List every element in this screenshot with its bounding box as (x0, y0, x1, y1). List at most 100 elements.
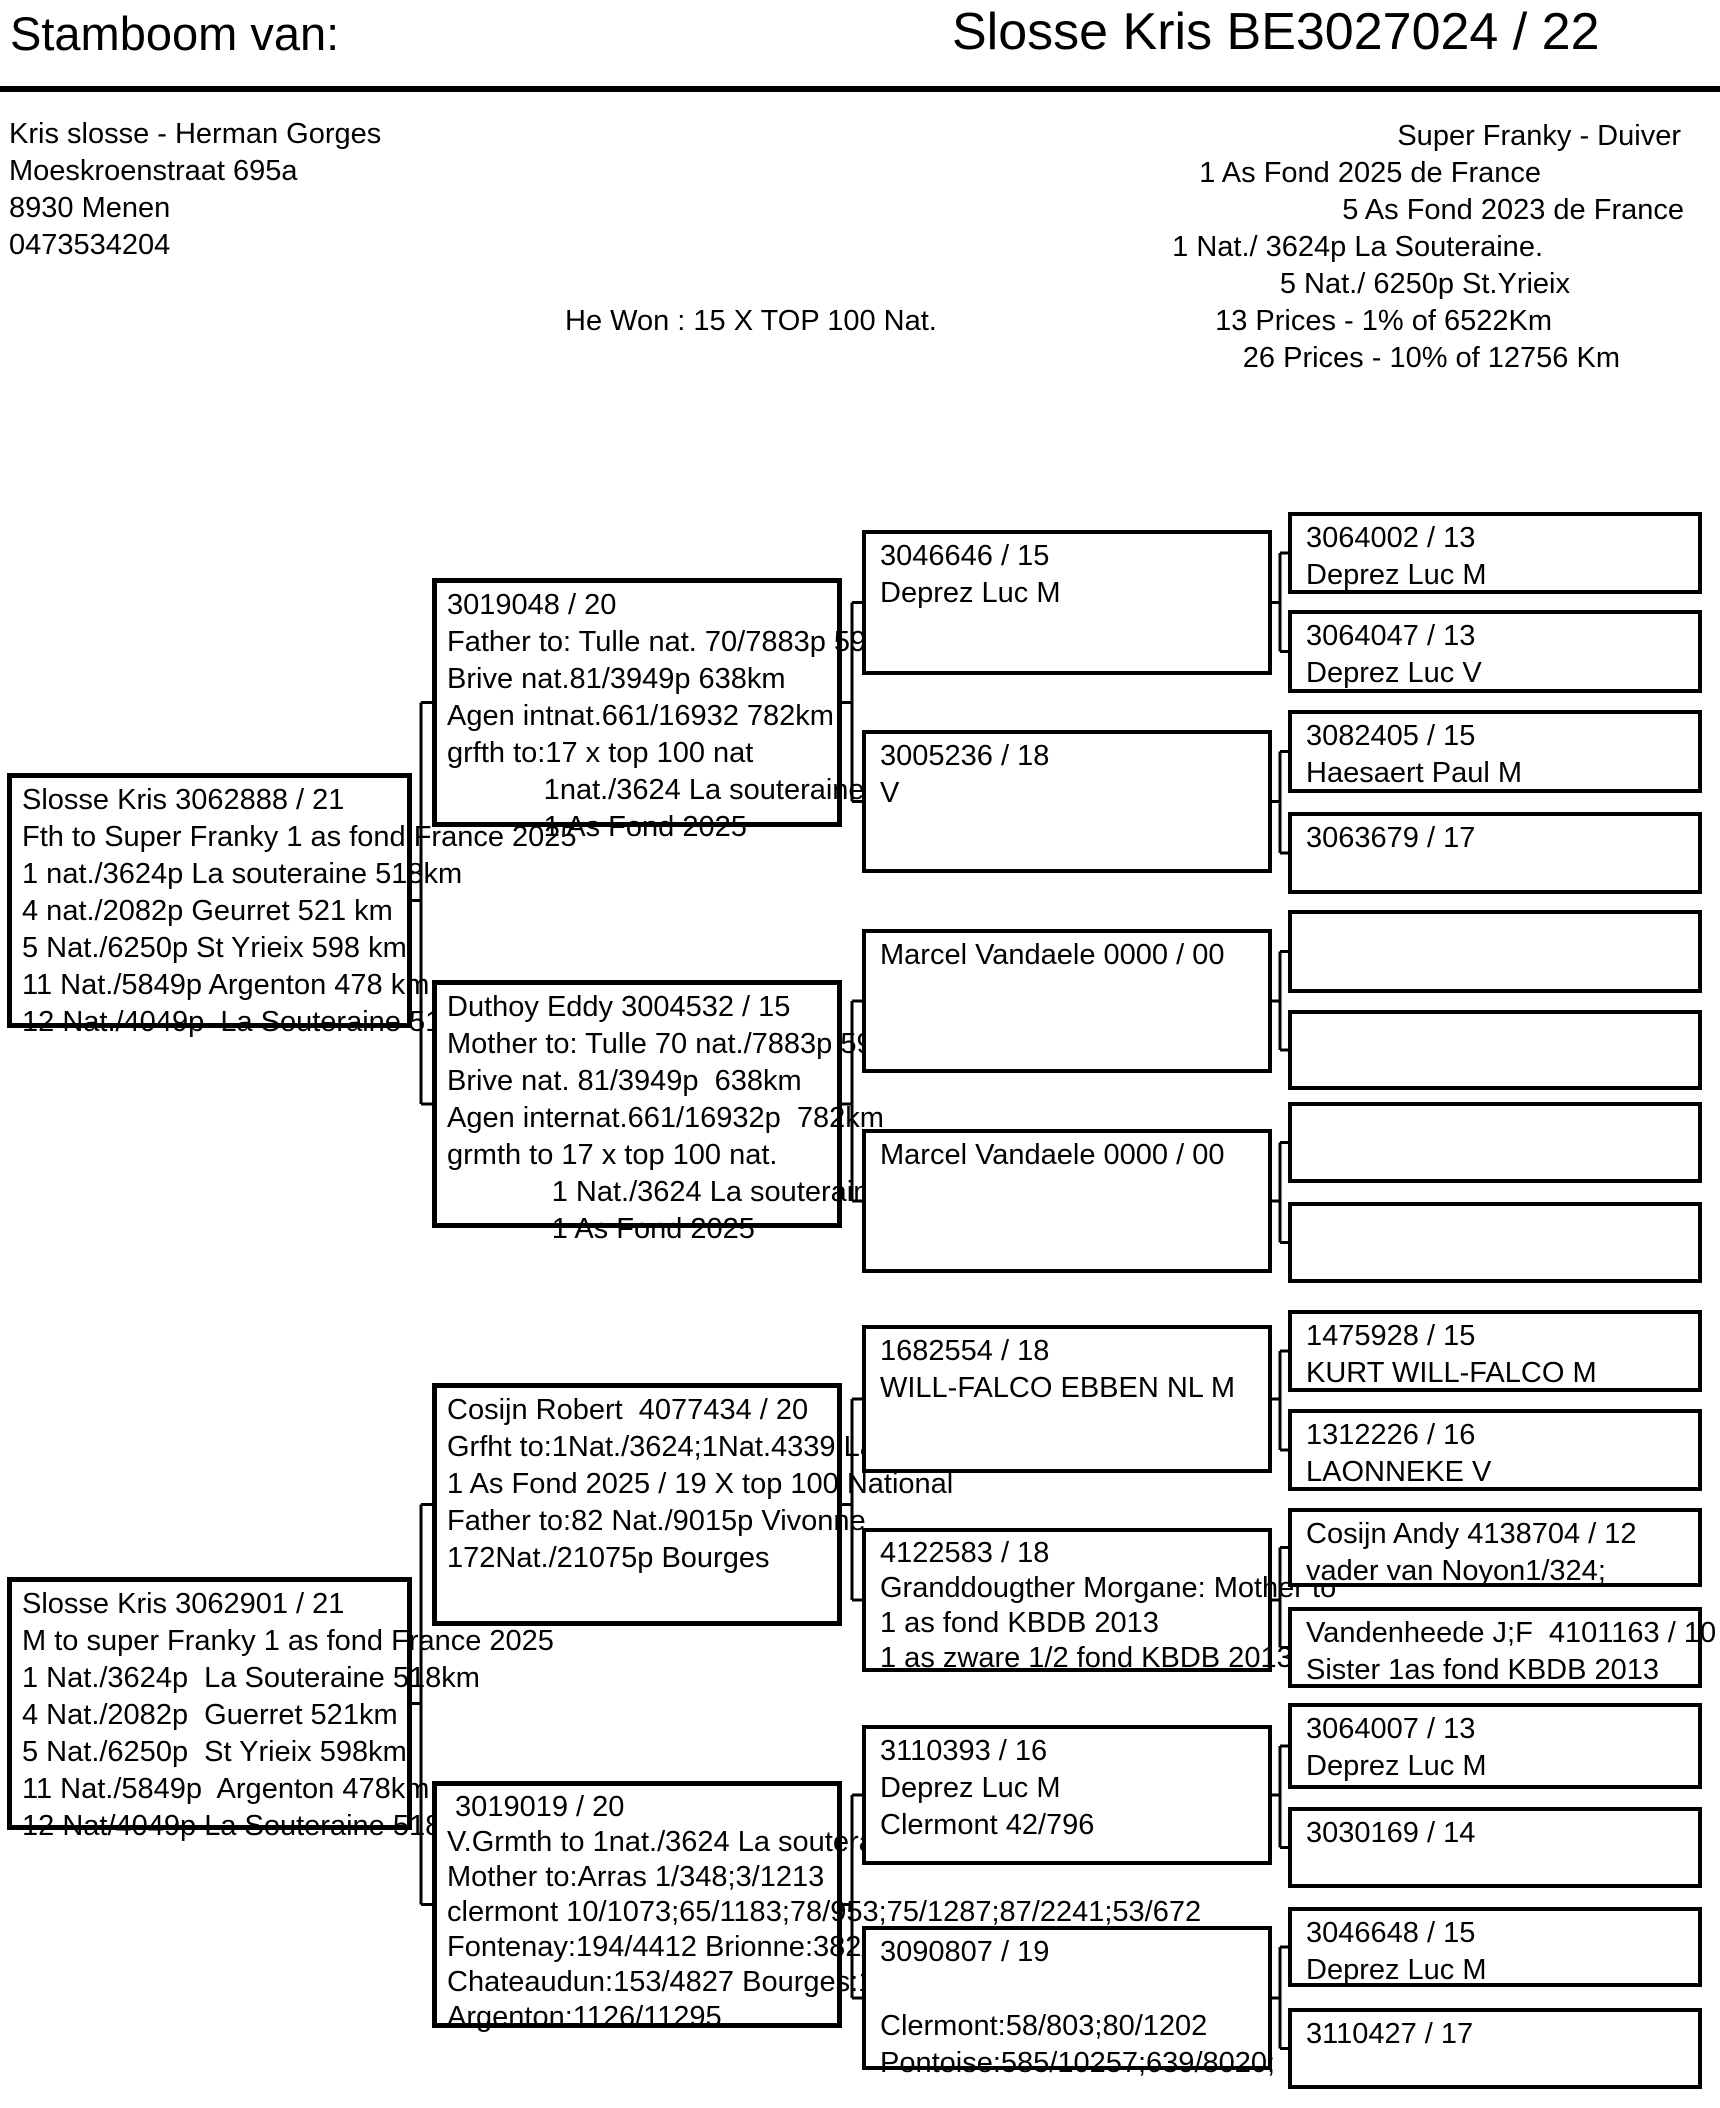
pedigree-line: 11 Nat./5849p Argenton 478 km (22, 969, 430, 1001)
pedigree-line: Fth to Super Franky 1 as fond France 202… (22, 821, 577, 853)
pedigree-line: M to super Franky 1 as fond France 2025 (22, 1625, 554, 1657)
pedigree-box-A2: Slosse Kris 3062901 / 21 M to super Frank… (7, 1577, 554, 1842)
pedigree-line: 1 as zware 1/2 fond KBDB 2013 (880, 1642, 1293, 1674)
pedigree-line: Argenton:1126/11295 (447, 2001, 722, 2033)
pedigree-line: 3064002 / 13 (1306, 522, 1476, 554)
pedigree-box-D15: 3046648 / 15 Deprez Luc M (1288, 1907, 1702, 1987)
pedigree-line: 3046646 / 15 (880, 540, 1050, 572)
pedigree-line: Mother to:Arras 1/348;3/1213 (447, 1861, 825, 1893)
he-won-text: He Won : 15 X TOP 100 Nat. (565, 305, 937, 337)
pedigree-line: Deprez Luc M (1306, 1750, 1487, 1782)
pedigree-line: LAONNEKE V (1306, 1456, 1492, 1488)
pedigree-box-D4: 3063679 / 17 (1288, 812, 1702, 894)
pedigree-box-D8 (1288, 1202, 1702, 1283)
pedigree-line: 12 Nat./4049p La Souteraine 518km (22, 1006, 496, 1038)
owner-line: Moeskroenstraat 695a (9, 155, 298, 187)
page-title: Stamboom van: (10, 7, 340, 60)
pedigree-line: Marcel Vandaele 0000 / 00 (880, 1139, 1225, 1171)
pedigree-line: V (880, 777, 900, 809)
pedigree-line: 3064007 / 13 (1306, 1713, 1476, 1745)
pedigree-line: Grfht to:1Nat./3624;1Nat.4339 La soutera… (447, 1431, 1020, 1463)
pedigree-line: 3005236 / 18 (880, 740, 1050, 772)
pedigree-line: 1 As Fond 2025 / 19 X top 100 National (447, 1468, 954, 1500)
pedigree-line: 172Nat./21075p Bourges (447, 1542, 770, 1574)
pedigree-line: 3030169 / 14 (1306, 1817, 1476, 1849)
achievement-line: 26 Prices - 10% of 12756 Km (1242, 342, 1620, 374)
pedigree-line: Slosse Kris 3062901 / 21 (22, 1588, 345, 1620)
subject-title: Slosse Kris BE3027024 / 22 (952, 3, 1600, 61)
pedigree-line: 3019019 / 20 (447, 1791, 625, 1823)
pedigree-line: KURT WILL-FALCO M (1306, 1357, 1597, 1389)
pedigree-line: grfth to:17 x top 100 nat (447, 737, 754, 769)
pedigree-line: 1 Nat./3624 La souteraine (447, 1176, 886, 1208)
pedigree-line: Pontoise:585/10257;639/8020; (880, 2047, 1276, 2079)
pedigree-box-C3: Marcel Vandaele 0000 / 00 (862, 929, 1272, 1073)
pedigree-line: Chateaudun:153/4827 Bourges:172/ (447, 1966, 915, 1998)
pedigree-line: Mother to: Tulle 70 nat./7883p 590km (447, 1028, 928, 1060)
pedigree-line: Sister 1as fond KBDB 2013 (1306, 1654, 1660, 1686)
pedigree-box-C4: Marcel Vandaele 0000 / 00 (862, 1129, 1272, 1273)
pedigree-box-C5: 1682554 / 18 WILL-FALCO EBBEN NL M (862, 1325, 1272, 1473)
pedigree-line: 4 Nat./2082p Guerret 521km (22, 1699, 398, 1731)
owner-line: 8930 Menen (9, 192, 171, 224)
achievement-line: 1 Nat./ 3624p La Souteraine. (1172, 231, 1543, 263)
pedigree-line: Marcel Vandaele 0000 / 00 (880, 939, 1225, 971)
achievement-line: 5 As Fond 2023 de France (1342, 194, 1684, 226)
pedigree-line: Slosse Kris 3062888 / 21 (22, 784, 345, 816)
pedigree-line: 1 as fond KBDB 2013 (880, 1607, 1159, 1639)
achievement-line: Super Franky - Duiver (1397, 120, 1681, 152)
pedigree-line: Deprez Luc M (880, 577, 1061, 609)
pedigree-line: Duthoy Eddy 3004532 / 15 (447, 991, 791, 1023)
pedigree-line: clermont 10/1073;65/1183;78/953;75/1287;… (447, 1896, 1202, 1928)
pedigree-line: 5 Nat./6250p St Yrieix 598 km (22, 932, 407, 964)
pedigree-line: 12 Nat/4049p La Souteraine 518km (22, 1810, 480, 1842)
pedigree-box-B1: 3019048 / 20 Father to: Tulle nat. 70/788… (432, 578, 921, 843)
pedigree-box-B2: Duthoy Eddy 3004532 / 15 Mother to: Tulle… (432, 980, 928, 1245)
owner-line: 0473534204 (9, 229, 171, 261)
pedigree-line: grmth to 17 x top 100 nat. (447, 1139, 778, 1171)
pedigree-box-D6 (1288, 1010, 1702, 1090)
pedigree-line: 4 nat./2082p Geurret 521 km (22, 895, 393, 927)
pedigree-box-D11: Cosijn Andy 4138704 / 12 vader van Noyon1… (1288, 1508, 1702, 1587)
pedigree-line: 1nat./3624 La souteraine (447, 774, 865, 806)
pedigree-box-D9: 1475928 / 15 KURT WILL-FALCO M (1288, 1310, 1702, 1392)
pedigree-line: vader van Noyon1/324; (1306, 1555, 1606, 1587)
pedigree-line: Deprez Luc M (1306, 559, 1487, 591)
achievement-line: 13 Prices - 1% of 6522Km (1215, 305, 1552, 337)
pedigree-line: 4122583 / 18 (880, 1537, 1050, 1569)
pedigree-line: Agen internat.661/16932p 782km (447, 1102, 884, 1134)
owner-line: Kris slosse - Herman Gorges (9, 118, 382, 150)
pedigree-line: 3046648 / 15 (1306, 1917, 1476, 1949)
pedigree-line: 1 As Fond 2025 (447, 1213, 755, 1245)
pedigree-box-D1: 3064002 / 13 Deprez Luc M (1288, 512, 1702, 594)
pedigree-box-D10: 1312226 / 16 LAONNEKE V (1288, 1409, 1702, 1491)
pedigree-line: Granddougther Morgane: Mother to (880, 1572, 1337, 1604)
pedigree-line: 1682554 / 18 (880, 1335, 1050, 1367)
pedigree-line: 3063679 / 17 (1306, 822, 1476, 854)
pedigree-line: 1 nat./3624p La souteraine 518km (22, 858, 463, 890)
pedigree-line: 1475928 / 15 (1306, 1320, 1476, 1352)
pedigree-line: 3019048 / 20 (447, 589, 617, 621)
pedigree-line: Father to: Tulle nat. 70/7883p 590km (447, 626, 921, 658)
pedigree-line: 3110427 / 17 (1306, 2018, 1474, 2050)
pedigree-box-D16: 3110427 / 17 (1288, 2008, 1702, 2089)
pedigree-box-D7 (1288, 1102, 1702, 1183)
pedigree-line: Fontenay:194/4412 Brionne:382/148 (447, 1931, 918, 1963)
pedigree-line: 3082405 / 15 (1306, 720, 1476, 752)
pedigree-line: 11 Nat./5849p Argenton 478km (22, 1773, 430, 1805)
pedigree-line: Deprez Luc M (1306, 1954, 1487, 1986)
pedigree-line: Deprez Luc V (1306, 657, 1482, 689)
pedigree-line: WILL-FALCO EBBEN NL M (880, 1372, 1236, 1404)
pedigree-line: 1312226 / 16 (1306, 1419, 1476, 1451)
pedigree-line: 3090807 / 19 (880, 1936, 1050, 1968)
pedigree-line: Brive nat.81/3949p 638km (447, 663, 786, 695)
pedigree-line: Cosijn Andy 4138704 / 12 (1306, 1518, 1637, 1550)
pedigree-box-C1: 3046646 / 15 Deprez Luc M (862, 530, 1272, 675)
